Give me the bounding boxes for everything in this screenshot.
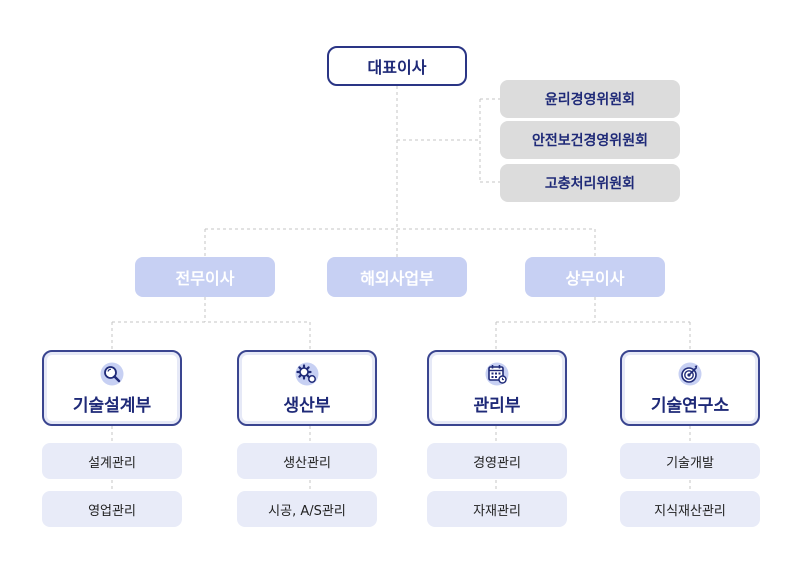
executive-senior-managing: 전무이사 — [135, 257, 275, 297]
ceo-box: 대표이사 — [327, 46, 467, 86]
sub-unit: 자재관리 — [427, 491, 567, 527]
target-icon — [678, 362, 702, 385]
sub-label: 영업관리 — [88, 503, 136, 519]
executive-label: 해외사업부 — [360, 269, 434, 288]
dept-rnd-center: 기술연구소 — [620, 350, 760, 426]
committee-ethics: 윤리경영위원회 — [500, 80, 680, 118]
sub-unit: 영업관리 — [42, 491, 182, 527]
sub-unit: 경영관리 — [427, 443, 567, 479]
executive-label: 상무이사 — [565, 269, 625, 288]
dept-production: 생산부 — [237, 350, 377, 426]
sub-unit: 기술개발 — [620, 443, 760, 479]
committee-label: 고충처리위원회 — [544, 176, 636, 192]
gear-icon — [295, 362, 319, 385]
committee-grievance: 고충처리위원회 — [500, 164, 680, 202]
dept-administration: 관리부 — [427, 350, 567, 426]
magnifier-icon — [100, 362, 124, 385]
sub-label: 시공, A/S관리 — [268, 503, 346, 519]
sub-unit: 생산관리 — [237, 443, 377, 479]
executive-overseas: 해외사업부 — [327, 257, 467, 297]
sub-unit: 지식재산관리 — [620, 491, 760, 527]
calendar-icon — [485, 362, 509, 385]
ceo-label: 대표이사 — [367, 58, 427, 77]
sub-label: 지식재산관리 — [654, 503, 726, 519]
dept-tech-design: 기술설계부 — [42, 350, 182, 426]
sub-label: 생산관리 — [283, 455, 331, 471]
committee-safety: 안전보건경영위원회 — [500, 121, 680, 159]
sub-unit: 설계관리 — [42, 443, 182, 479]
executive-label: 전무이사 — [175, 269, 235, 288]
dept-label: 관리부 — [473, 395, 521, 416]
sub-label: 설계관리 — [88, 455, 136, 471]
dept-label: 기술연구소 — [650, 395, 730, 416]
sub-label: 경영관리 — [473, 455, 521, 471]
committee-label: 윤리경영위원회 — [544, 92, 636, 108]
executive-managing: 상무이사 — [525, 257, 665, 297]
dept-label: 생산부 — [283, 395, 331, 416]
sub-unit: 시공, A/S관리 — [237, 491, 377, 527]
sub-label: 자재관리 — [473, 503, 521, 519]
committee-label: 안전보건경영위원회 — [532, 133, 648, 149]
dept-label: 기술설계부 — [72, 395, 152, 416]
sub-label: 기술개발 — [666, 455, 714, 471]
